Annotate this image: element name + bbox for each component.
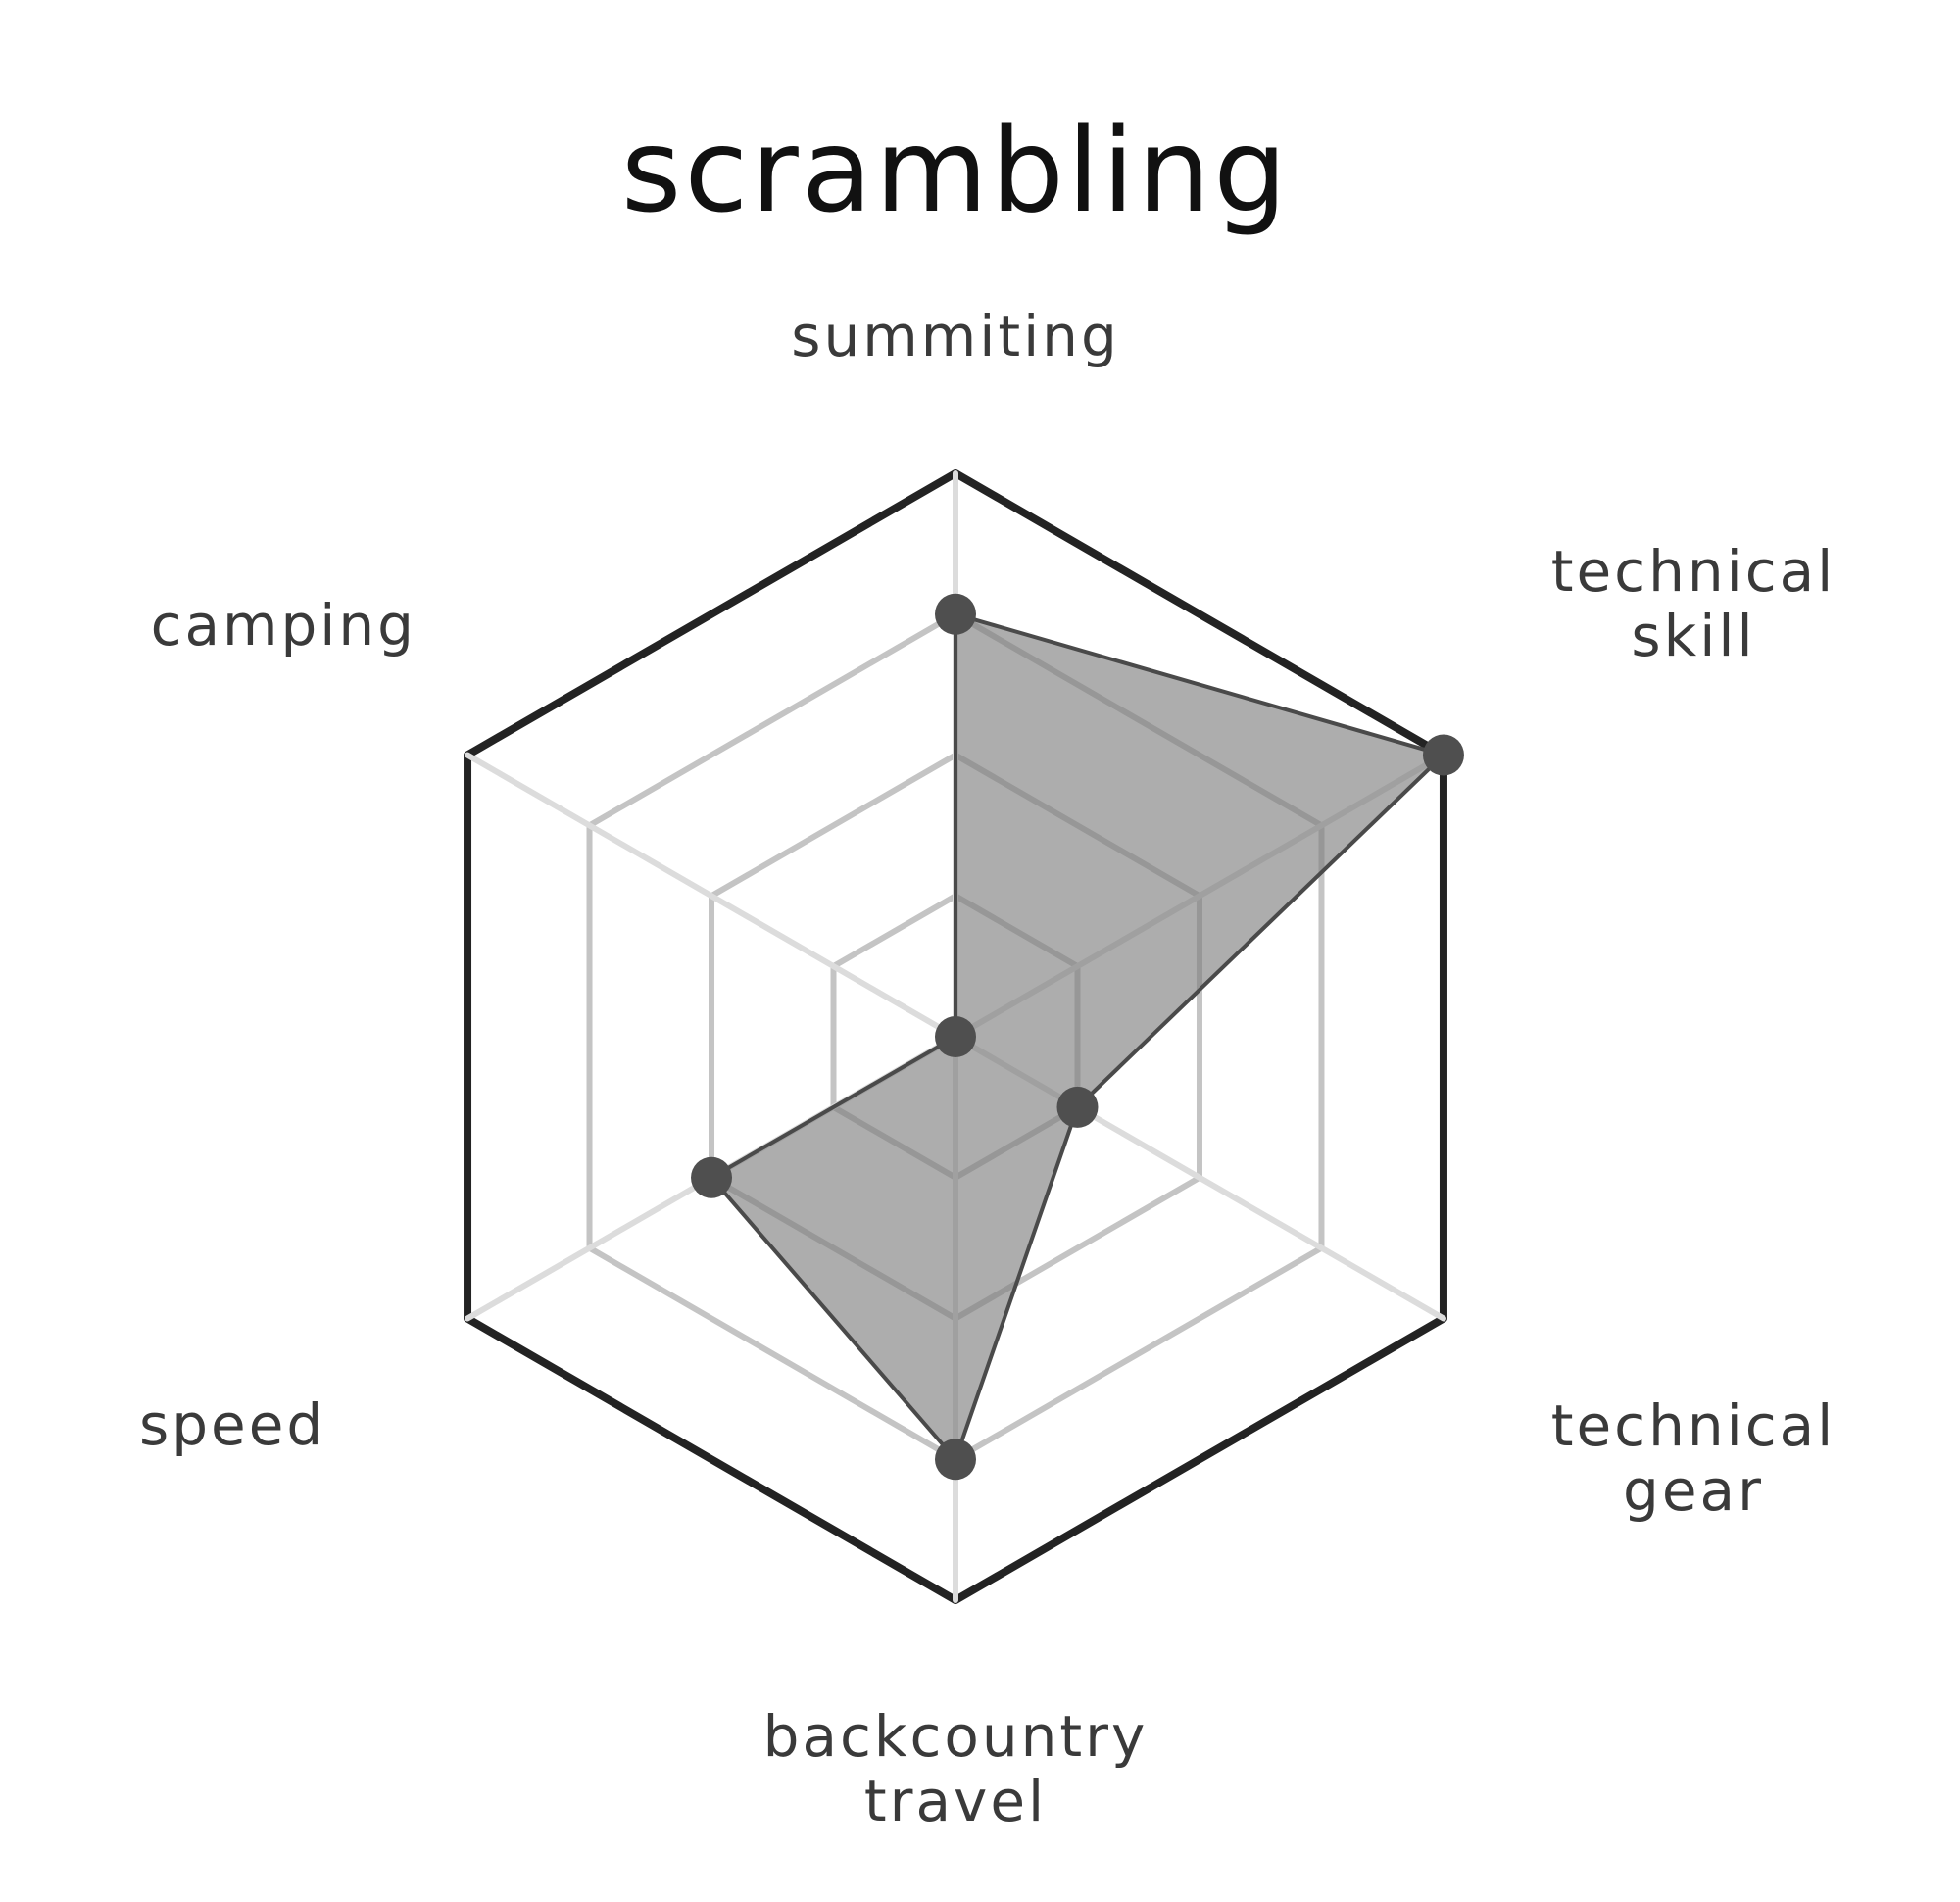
data-point-technical-gear xyxy=(1056,1086,1099,1128)
axis-label-line: backcountry xyxy=(763,1703,1149,1770)
axis-label-line: summiting xyxy=(791,303,1120,369)
axis-label-line: technical xyxy=(1551,538,1837,605)
axis-label-line: speed xyxy=(139,1391,325,1458)
data-point-technical-skill xyxy=(1422,734,1464,776)
axis-label-line: skill xyxy=(1631,603,1755,669)
axis-label-line: camping xyxy=(151,592,416,658)
axis-spoke-camping xyxy=(465,752,958,1040)
axis-label-camping: camping xyxy=(151,592,416,658)
data-point-camping xyxy=(935,1016,976,1057)
axis-label-line: gear xyxy=(1623,1457,1764,1524)
data-point-summiting xyxy=(935,593,976,635)
axis-label-speed: speed xyxy=(139,1391,325,1458)
axis-label-line: travel xyxy=(864,1768,1047,1834)
data-point-speed xyxy=(691,1156,733,1198)
chart-title: scrambling xyxy=(621,103,1290,238)
axis-label-line: technical xyxy=(1551,1392,1837,1459)
data-area xyxy=(710,611,1446,1462)
data-area-layer xyxy=(710,611,1446,1462)
data-point-backcountry-travel xyxy=(935,1439,976,1481)
data-points xyxy=(691,593,1464,1481)
axis-label-summiting: summiting xyxy=(791,303,1120,369)
